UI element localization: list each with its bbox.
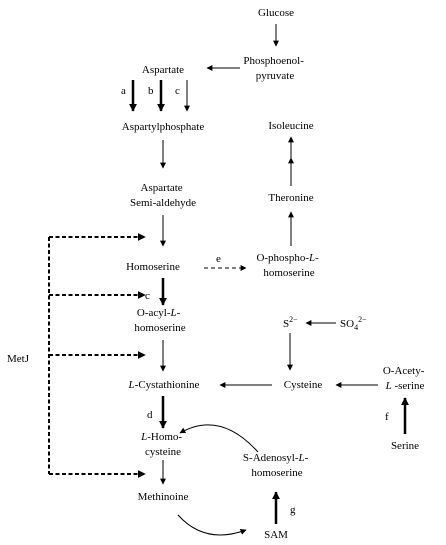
arrow-methionine-to-sam — [177, 514, 247, 536]
aspartylphosphate-label: Aspartylphosphate — [122, 121, 205, 133]
serine-label: Serine — [391, 440, 419, 452]
o-acyl-homoserine-label: O-acyl-L- homoserine — [134, 307, 185, 334]
enzyme-label-b: b — [148, 85, 154, 97]
l-homocysteine-label: L-Homo- cysteine — [140, 431, 185, 458]
enzyme-label-c-homoserine: c — [145, 290, 150, 302]
enzyme-label-d: d — [147, 409, 153, 421]
metj-label: MetJ — [7, 353, 30, 365]
methionine-label: Methinoine — [138, 491, 189, 503]
o-phospho-homoserine-label: O-phospho-L- homoserine — [256, 252, 321, 279]
cysteine-label: Cysteine — [284, 379, 323, 391]
s-adenosyl-homoserine-label: S-Adenosyl-L- homoserine — [243, 452, 311, 479]
l-cystathionine-label: L-Cystathionine — [128, 379, 200, 391]
sulfate-label: SO42− — [340, 315, 367, 332]
aspartate-label: Aspartate — [142, 64, 184, 76]
glucose-label: Glucose — [258, 7, 294, 19]
sam-label: SAM — [264, 529, 288, 541]
enzyme-label-f: f — [385, 411, 389, 423]
sulfide-label: S2− — [283, 315, 298, 330]
arrow-sah-to-homocysteine — [179, 424, 259, 453]
threonine-label: Theronine — [268, 192, 313, 204]
enzyme-label-a: a — [121, 85, 126, 97]
enzyme-label-e: e — [216, 253, 221, 265]
homoserine-label: Homoserine — [126, 261, 180, 273]
enzyme-label-g: g — [290, 504, 296, 516]
o-acetyl-l-serine-label: O-Acety- L -serine — [383, 365, 427, 392]
isoleucine-label: Isoleucine — [268, 120, 313, 132]
aspartate-semialdehyde-label: Aspartate Semi-aldehyde — [130, 182, 196, 209]
phosphoenolpyruvate-label: Phosphoenol- pyruvate — [243, 55, 306, 82]
enzyme-label-c-aspartate: c — [175, 85, 180, 97]
